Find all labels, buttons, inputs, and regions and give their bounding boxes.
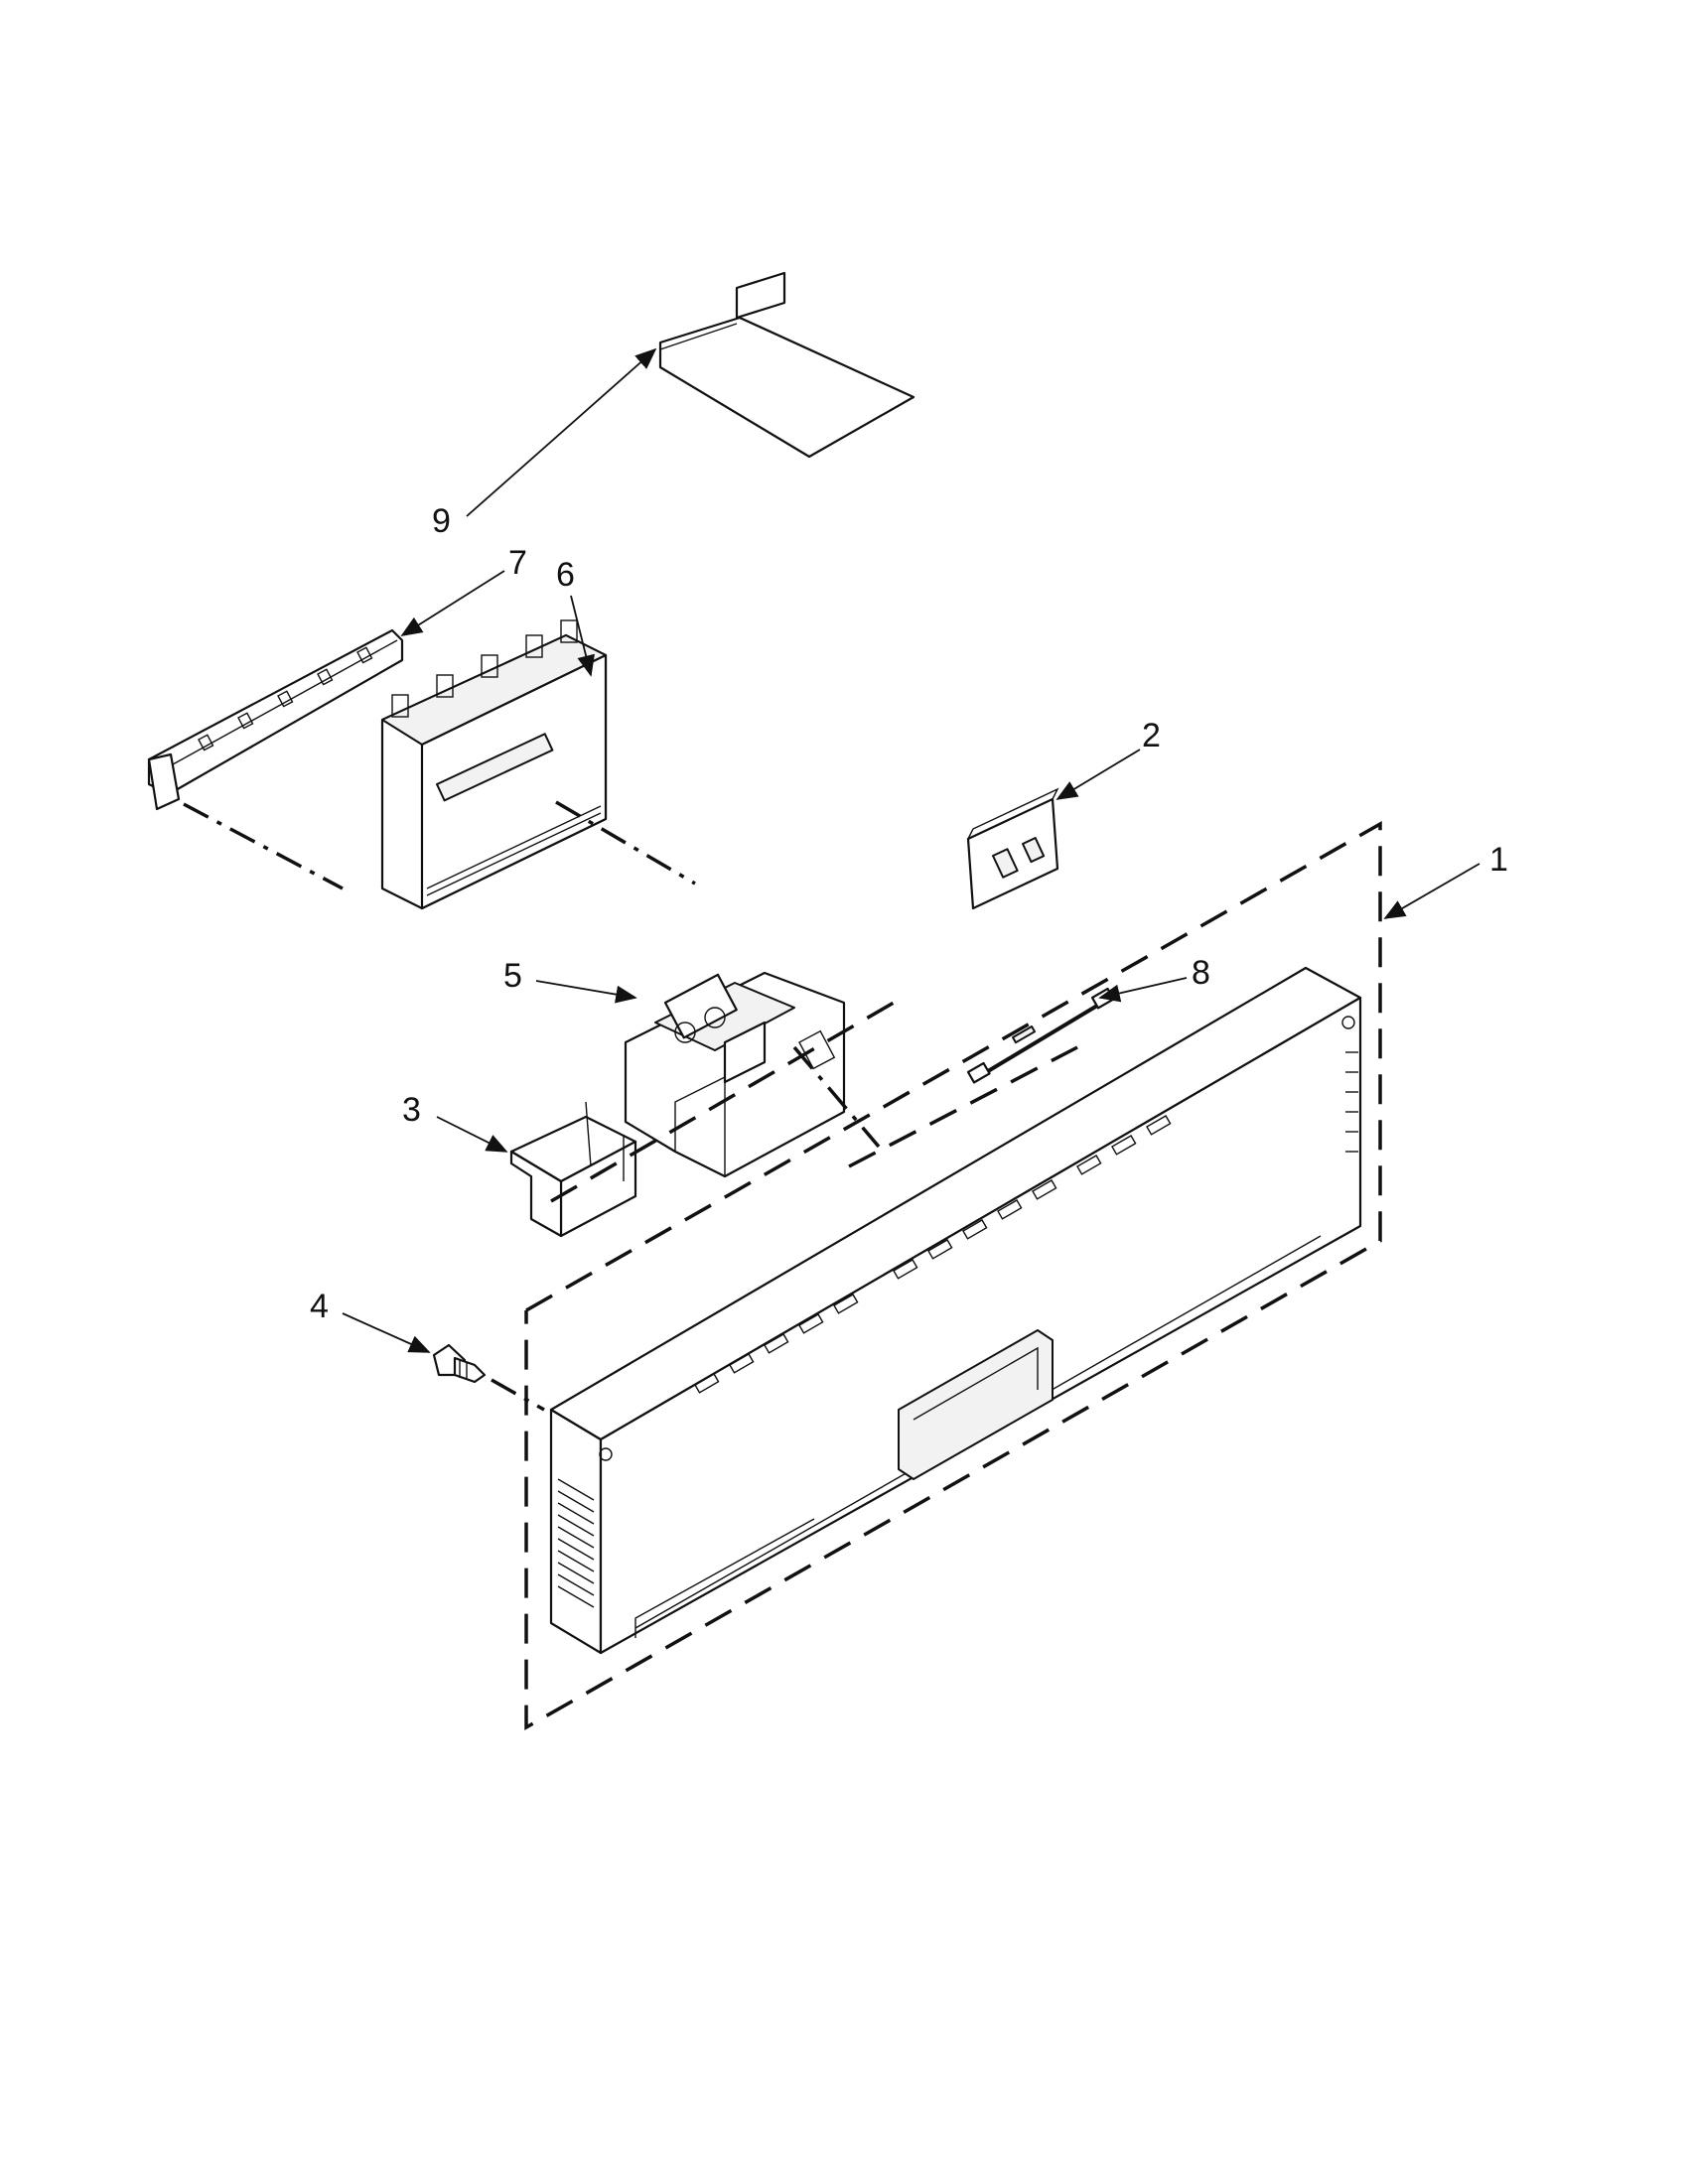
assembly-boundary-dashed [524,820,1382,1731]
callout-2: 2 [1142,717,1161,754]
part-1-control-panel [524,820,1382,1731]
leader-4 [342,1312,431,1353]
assembly-centerlines [183,800,1078,1412]
leader-2 [1055,749,1141,800]
panel-handle-recess [898,1329,1054,1480]
part-3-small-bracket [509,1101,637,1238]
panel-keypad-buttons [694,1115,1172,1394]
leader-8 [1098,977,1188,1003]
panel-front-face [549,1408,603,1655]
panel-long-face [599,996,1362,1655]
module-pins [426,805,602,896]
part-7-rail [147,628,404,811]
leader-7 [400,570,505,636]
part-5-housing [624,971,846,1178]
part-9-shield-sheet [658,271,915,459]
module-tabs [391,619,578,718]
panel-hole-right [1341,1016,1355,1029]
leader-6 [570,595,595,677]
callout-7: 7 [508,544,527,582]
part-2-bracket [966,787,1059,910]
panel-right-teeth [1345,1051,1358,1153]
handle-inner-edge [913,1346,1039,1421]
part-8-wire-harness [966,987,1115,1084]
part-4-screw [432,1343,487,1384]
panel-lower-step [634,1518,815,1638]
callout-4: 4 [310,1288,329,1325]
callout-3: 3 [402,1091,421,1129]
leader-arrows [342,347,1480,1353]
part-6-control-module [380,619,608,910]
leader-5 [535,980,637,1004]
rail-teeth [198,646,373,751]
callout-9: 9 [432,502,451,540]
callout-labels: 1 2 3 4 5 6 7 8 9 [310,502,1508,1325]
leader-9 [466,347,657,517]
leader-3 [436,1116,508,1153]
panel-hole-left [599,1447,613,1461]
panel-vent-slots [557,1478,595,1608]
callout-5: 5 [503,957,522,995]
callout-6: 6 [556,556,575,594]
callout-8: 8 [1192,954,1210,992]
leader-1 [1383,863,1480,919]
callout-1: 1 [1489,841,1508,879]
